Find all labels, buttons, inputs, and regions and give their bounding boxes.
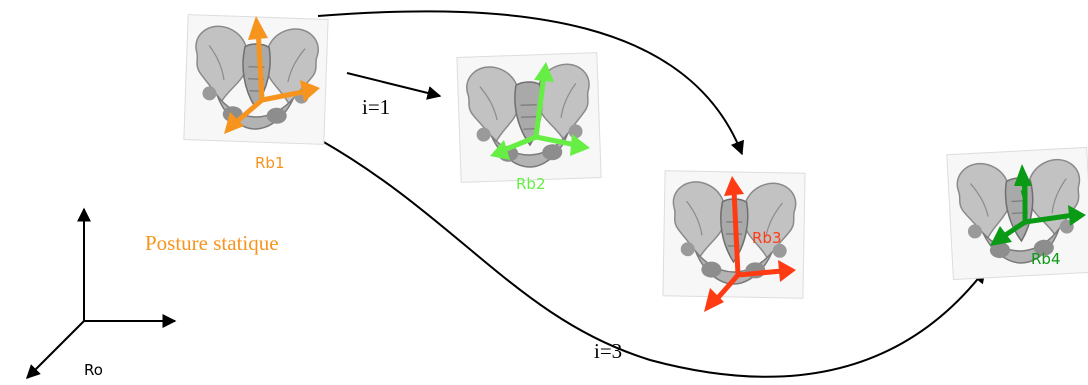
pelvis-bone-icon bbox=[457, 53, 601, 183]
body-rb4: Rb4 bbox=[947, 147, 1088, 279]
ro-axis-diagonal bbox=[27, 321, 84, 378]
arrow-rb1-to-rb4 bbox=[322, 141, 985, 377]
step-label-i3: i=3 bbox=[594, 339, 622, 363]
arrow-rb1-to-rb2 bbox=[347, 73, 440, 96]
body-rb3: Rb3 bbox=[663, 171, 805, 312]
ro-label: Ro bbox=[84, 361, 103, 379]
rb1-label: Rb1 bbox=[255, 154, 285, 172]
rb4-label: Rb4 bbox=[1031, 250, 1061, 268]
body-rb2: Rb2 bbox=[457, 53, 601, 193]
static-posture-label: Posture statique bbox=[145, 231, 279, 255]
step-label-i1: i=1 bbox=[362, 95, 390, 119]
rb3-label: Rb3 bbox=[752, 229, 782, 247]
rb2-label: Rb2 bbox=[516, 175, 546, 193]
body-rb1: Rb1 bbox=[184, 15, 328, 172]
